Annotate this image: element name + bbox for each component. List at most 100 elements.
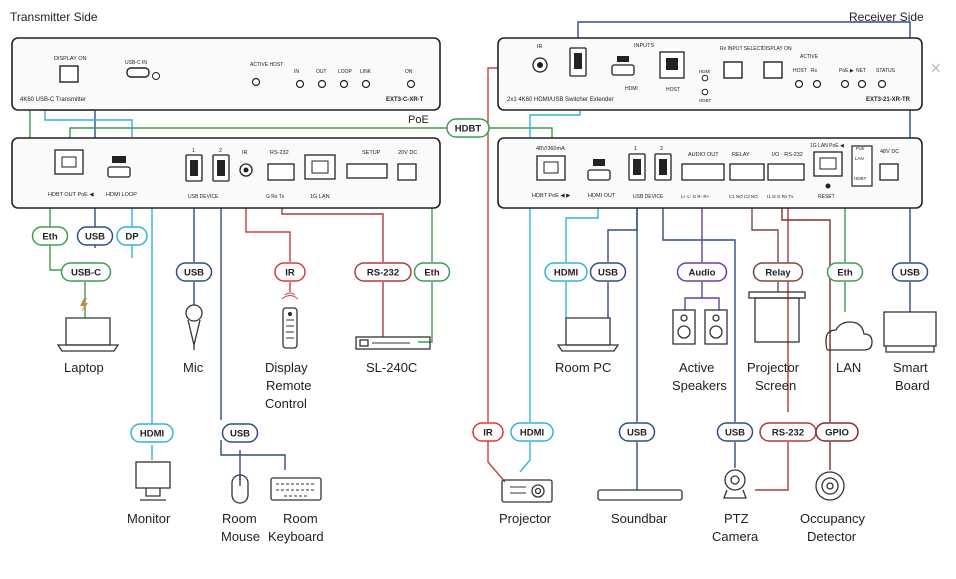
projector-screen-label-2: Screen [755, 378, 796, 393]
tx-power-terminal [397, 163, 417, 181]
pill-ir [274, 262, 306, 282]
tx-ir-label: IR [242, 150, 248, 156]
keyboard-icon [270, 477, 322, 501]
tx-led-label-1: OUT [316, 69, 327, 75]
pill-relay-label: Relay [765, 268, 791, 279]
pill-laptop-usbc [60, 262, 112, 282]
pill-projector-hdmi-label: HDMI [520, 428, 544, 439]
rx-model: EXT3-21-XR-TR [866, 97, 911, 103]
pill-poe-label: PoE [408, 114, 429, 126]
rx-power-out-label: 48V/360mA [536, 146, 565, 152]
rx-io-rs232-terminal [767, 163, 805, 181]
soundbar-icon [597, 489, 683, 501]
pill-laptop-dp-label: DP [125, 232, 139, 243]
rx-poe-switch[interactable] [851, 145, 873, 187]
rx-relay-pins: C1 NO C2 NO [729, 194, 758, 199]
pill-roompc-usb-label: USB [598, 268, 618, 279]
tx-hdmi-loop-label: HDMI LOOP [106, 192, 137, 198]
occupancy-detector-icon [815, 471, 845, 501]
tx-lan-port [304, 154, 336, 180]
pill-monitor-hdmi [130, 423, 174, 443]
active-speakers-label-2: Speakers [672, 378, 727, 393]
rx-host-port [659, 51, 685, 79]
pill-relay [752, 262, 804, 282]
rx-audio-pins: L+ L- G R- R+ [681, 194, 710, 199]
soundbar-label: Soundbar [611, 511, 668, 526]
rx-hdbt-led [701, 88, 709, 96]
rx-audio-out-label: AUDIO OUT [688, 152, 719, 158]
tx-rs232-terminal [267, 163, 295, 181]
rx-led-3 [857, 79, 867, 89]
monitor-icon [135, 461, 171, 501]
mic-label: Mic [183, 360, 204, 375]
tx-hdbt-port [54, 149, 84, 175]
rx-audio-terminal [681, 163, 725, 181]
tx-display-on-button[interactable] [59, 65, 79, 83]
pill-hdbt [446, 118, 490, 138]
rx-led-1 [812, 79, 822, 89]
rx-lan-label: 1G LAN PoE ◀ [810, 143, 844, 149]
rx-hdmi-led [701, 74, 709, 82]
pill-projector-ir [472, 422, 504, 442]
tx-active-host-label: ACTIVE HOST [250, 62, 283, 68]
tx-setup-dip-switches[interactable] [346, 163, 388, 179]
power-bolt-icon [80, 298, 88, 313]
transmitter-rear-panel: HDBT OUT PoE ◀ HDMI LOOP 1 2 USB DEVICE … [11, 137, 441, 209]
tx-led-label-2: LOOP [338, 69, 353, 75]
rx-hdmi-out-label: HDMI OUT [588, 193, 616, 199]
receiver-side-title: Receiver Side [849, 10, 924, 24]
tx-led-3 [361, 79, 371, 89]
cloud-icon [825, 321, 873, 351]
rx-io-pins: I1 I2 G Rx Tx [767, 194, 794, 199]
laptop-icon [56, 317, 120, 352]
rx-hdbt-port [536, 155, 566, 181]
monitor-label: Monitor [127, 511, 171, 526]
receiver-rear-panel: 48V/360mA HDBT PoE ◀ ▶ HDMI OUT 1 2 USB … [497, 137, 923, 209]
tx-led-2 [339, 79, 349, 89]
display-remote-label-2: Remote [266, 378, 312, 393]
pill-laptop-dp [116, 226, 148, 246]
pill-soundbar-usb-label: USB [627, 428, 647, 439]
tx-usb1-num: 1 [192, 148, 195, 154]
pill-smartboard-usb-label: USB [900, 268, 920, 279]
close-icon[interactable]: ✕ [930, 60, 942, 76]
rx-hdbt-label: HDBT PoE ◀ ▶ [532, 193, 571, 199]
tx-usbc-in-label: USB-C IN [125, 60, 147, 66]
rx-display-on-button[interactable] [763, 61, 783, 79]
pill-rs232-label: RS-232 [367, 268, 399, 279]
rx-power-label: 48V DC [880, 149, 899, 155]
rx-input-select-label: Rx INPUT SELECT [720, 46, 763, 52]
rx-usb1-num: 1 [634, 146, 637, 152]
lan-label: LAN [836, 360, 861, 375]
pill-audio [676, 262, 728, 282]
rx-hdbt-switch-label: HDBT [854, 176, 867, 181]
room-keyboard-label-1: Room [283, 511, 318, 526]
projector-screen-label-1: Projector [747, 360, 800, 375]
speakers-icon [672, 309, 728, 345]
rx-led-2 [840, 79, 850, 89]
laptop-label: Laptop [64, 360, 104, 375]
rx-relay-label: RELAY [732, 152, 750, 158]
pill-gpio-label: GPIO [825, 428, 849, 439]
rx-lan-switch-label: LAN [855, 156, 864, 161]
tx-lan-label: 1G LAN [310, 194, 330, 200]
smart-board-icon [883, 311, 937, 353]
tx-led-label-0: IN [294, 69, 299, 75]
tx-rs232-label: RS-232 [270, 150, 289, 156]
tx-led-label-3: LINK [360, 69, 372, 75]
room-pc-icon [556, 317, 620, 352]
ptz-camera-icon [723, 469, 747, 499]
rx-input-select-button[interactable] [723, 61, 743, 79]
display-remote-label-3: Control [265, 396, 307, 411]
rx-description: 2x1 4K60 HDMI/USB Switcher Extender [507, 97, 614, 103]
sl240c-icon [355, 336, 431, 350]
receiver-front-panel: IR INPUTS HDMI HOST HDMI HDBT Rx INPUT S… [497, 37, 923, 111]
smart-board-label-2: Board [895, 378, 930, 393]
rx-active-label: ACTIVE [800, 54, 819, 60]
pill-roompc-hdmi-label: HDMI [554, 268, 578, 279]
pill-ir-label: IR [285, 268, 295, 279]
tx-hdmi-loop-port [107, 166, 131, 178]
rx-reset-button[interactable] [825, 183, 831, 189]
rx-led-label-0: HOST [793, 68, 807, 74]
